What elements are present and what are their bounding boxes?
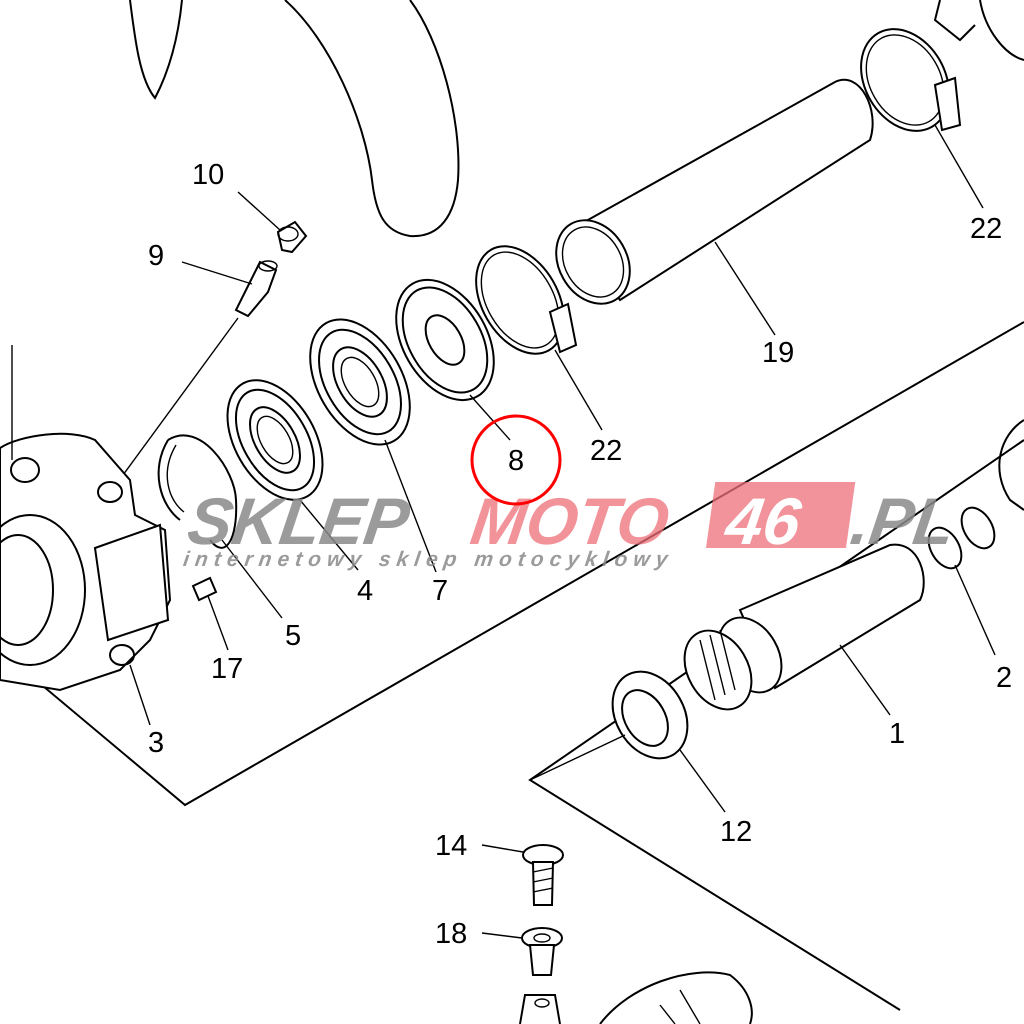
part-3-hub xyxy=(0,345,172,726)
callout-10: 10 xyxy=(192,159,224,191)
callout-9: 9 xyxy=(148,240,164,272)
callout-17: 17 xyxy=(211,653,243,685)
part-5-circlip xyxy=(157,434,283,619)
part-2-o-rings xyxy=(927,419,1024,656)
watermark-brand-part4: .PL xyxy=(846,485,959,559)
callout-2: 2 xyxy=(996,662,1012,694)
callout-3: 3 xyxy=(148,727,164,759)
part-17-pin xyxy=(191,576,229,651)
part-18-collar xyxy=(481,927,753,1024)
watermark-badge xyxy=(705,482,856,548)
watermark-brand-part1: SKLEP xyxy=(183,485,414,559)
part-22-clamp-upper xyxy=(860,28,984,209)
callout-1: 1 xyxy=(889,718,905,750)
highlight-circle xyxy=(470,414,562,506)
callout-19: 19 xyxy=(762,337,794,369)
part-14-bolt xyxy=(481,844,564,906)
part-8-oil-seal xyxy=(395,278,511,441)
part-7-bearing xyxy=(309,318,437,573)
part-9-bleeder xyxy=(111,260,278,491)
callout-8: 8 xyxy=(508,445,524,477)
callout-5: 5 xyxy=(285,620,301,652)
part-1-pivot-shaft xyxy=(683,543,925,716)
part-22-clamp-lower xyxy=(475,245,603,431)
watermark-brand-part3: 46 xyxy=(719,485,806,559)
watermark-brand-part2: MOTO xyxy=(466,485,673,559)
watermark-tagline: internetowy sklep motocyklowy xyxy=(182,548,675,571)
frame-casting xyxy=(129,0,1024,238)
callout-22-lower: 22 xyxy=(590,435,622,467)
callout-labels: 10 9 22 19 22 8 7 4 5 17 3 2 1 12 14 18 xyxy=(148,159,1012,950)
watermark: SKLEP MOTO 46 .PL internetowy sklep moto… xyxy=(182,482,959,571)
part-12-collar xyxy=(529,670,726,813)
part-19-boot xyxy=(555,78,874,336)
callout-12: 12 xyxy=(720,816,752,848)
callout-4: 4 xyxy=(357,575,373,607)
callout-7: 7 xyxy=(432,575,448,607)
callout-14: 14 xyxy=(435,830,467,862)
part-4-bearing xyxy=(226,379,359,571)
callout-18: 18 xyxy=(435,918,467,950)
frame-lines xyxy=(0,321,1024,1011)
part-10-cap xyxy=(237,191,308,254)
callout-22-upper: 22 xyxy=(970,213,1002,245)
